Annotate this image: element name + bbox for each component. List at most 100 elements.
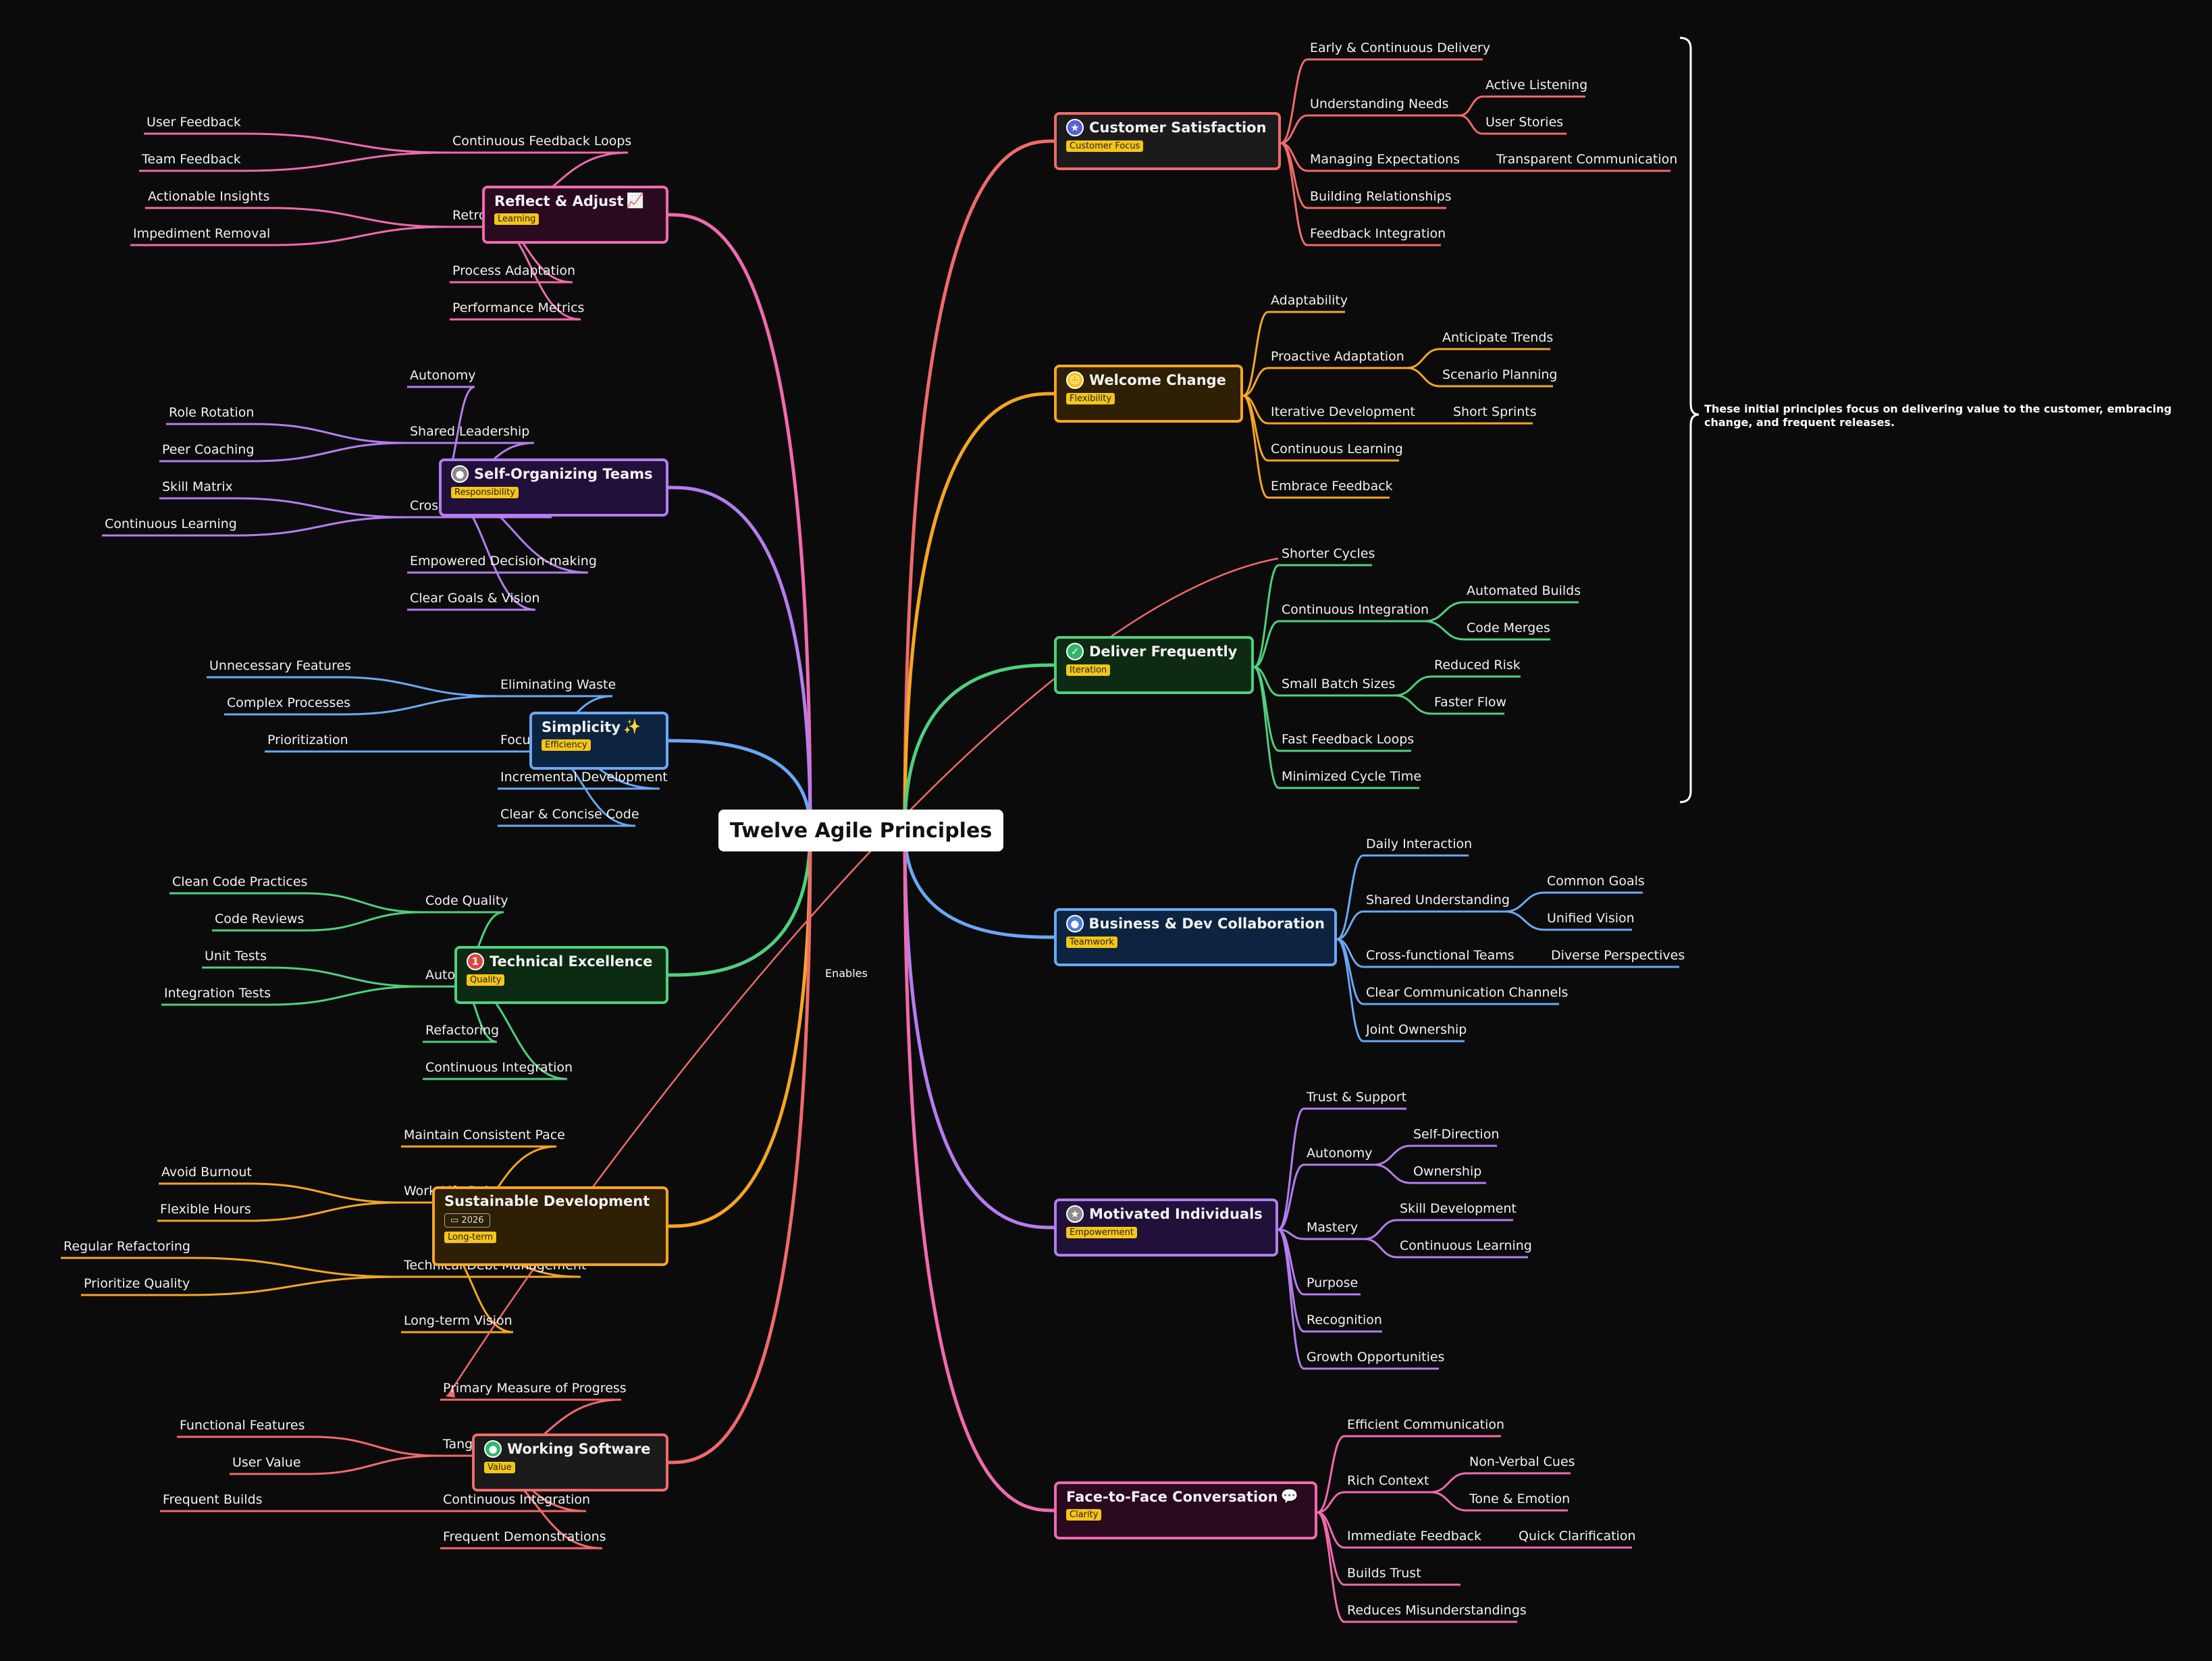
subtopic-label[interactable]: Impediment Removal xyxy=(133,226,271,241)
subtopic-label[interactable]: Unnecessary Features xyxy=(209,658,352,673)
subtopic-label[interactable]: User Feedback xyxy=(147,115,241,130)
topic-label[interactable]: Autonomy xyxy=(410,368,476,383)
subtopic-label[interactable]: Diverse Perspectives xyxy=(1551,948,1685,963)
subtopic-label[interactable]: Peer Coaching xyxy=(162,442,255,457)
subtopic-label[interactable]: Role Rotation xyxy=(169,405,255,420)
subtopic-label[interactable]: Reduced Risk xyxy=(1434,658,1521,673)
subtopic-label[interactable]: User Stories xyxy=(1485,115,1564,130)
topic-label[interactable]: Empowered Decision-making xyxy=(410,554,597,569)
topic-label[interactable]: Recognition xyxy=(1307,1313,1382,1327)
subtopic-label[interactable]: Integration Tests xyxy=(164,986,271,1001)
topic-label[interactable]: Code Quality xyxy=(425,893,508,908)
topic-label[interactable]: Continuous Learning xyxy=(1271,442,1403,456)
topic-label[interactable]: Adaptability xyxy=(1271,293,1348,308)
topic-label[interactable]: Builds Trust xyxy=(1347,1566,1421,1581)
subtopic-label[interactable]: Non-Verbal Cues xyxy=(1469,1454,1575,1469)
topic-label[interactable]: Purpose xyxy=(1307,1275,1359,1290)
subtopic-label[interactable]: Team Feedback xyxy=(142,152,241,167)
subtopic-label[interactable]: Unit Tests xyxy=(205,949,267,964)
topic-label[interactable]: Growth Opportunities xyxy=(1307,1350,1445,1365)
topic-label[interactable]: Shared Understanding xyxy=(1366,893,1510,907)
topic-label[interactable]: Immediate Feedback xyxy=(1347,1529,1481,1544)
topic-label[interactable]: Building Relationships xyxy=(1310,189,1452,204)
topic-label[interactable]: Frequent Demonstrations xyxy=(443,1529,606,1544)
topic-label[interactable]: Small Batch Sizes xyxy=(1282,677,1396,691)
topic-label[interactable]: Refactoring xyxy=(425,1023,500,1038)
topic-label[interactable]: Managing Expectations xyxy=(1310,152,1460,167)
topic-label[interactable]: Early & Continuous Delivery xyxy=(1310,41,1491,55)
topic-label[interactable]: Clear Goals & Vision xyxy=(410,591,540,606)
subtopic-label[interactable]: Functional Features xyxy=(180,1418,305,1433)
subtopic-label[interactable]: Quick Clarification xyxy=(1519,1529,1636,1544)
topic-label[interactable]: Maintain Consistent Pace xyxy=(404,1128,565,1142)
subtopic-label[interactable]: Faster Flow xyxy=(1434,695,1507,710)
subtopic-label[interactable]: Code Reviews xyxy=(215,912,305,926)
root-node[interactable]: Twelve Agile Principles xyxy=(718,810,1003,851)
topic-label[interactable]: Embrace Feedback xyxy=(1271,479,1393,494)
topic-label[interactable]: Fast Feedback Loops xyxy=(1282,732,1415,747)
topic-label[interactable]: Understanding Needs xyxy=(1310,97,1449,111)
topic-label[interactable]: Cross-functional Teams xyxy=(1366,948,1515,963)
topic-label[interactable]: Continuous Feedback Loops xyxy=(452,134,632,149)
subtopic-label[interactable]: Complex Processes xyxy=(227,695,351,710)
subtopic-label[interactable]: Skill Matrix xyxy=(162,479,233,494)
subtopic-label[interactable]: Actionable Insights xyxy=(148,189,270,204)
subtopic-label[interactable]: Prioritization xyxy=(267,733,348,747)
topic-label[interactable]: Mastery xyxy=(1307,1220,1359,1235)
subtopic-label[interactable]: Scenario Planning xyxy=(1442,367,1558,382)
topic-label[interactable]: Clear Communication Channels xyxy=(1366,985,1569,1000)
subtopic-label[interactable]: Regular Refactoring xyxy=(63,1239,190,1254)
topic-label[interactable]: Continuous Integration xyxy=(1282,602,1429,617)
topic-label[interactable]: Minimized Cycle Time xyxy=(1282,769,1422,784)
topic-label[interactable]: Continuous Integration xyxy=(443,1492,591,1507)
branch-node[interactable]: Face-to-Face Conversation💬Clarity xyxy=(1054,1481,1317,1539)
subtopic-label[interactable]: Frequent Builds xyxy=(163,1492,263,1507)
subtopic-label[interactable]: User Value xyxy=(232,1455,301,1470)
subtopic-label[interactable]: Continuous Learning xyxy=(105,517,237,531)
topic-label[interactable]: Daily Interaction xyxy=(1366,837,1473,851)
topic-label[interactable]: Rich Context xyxy=(1347,1473,1429,1488)
subtopic-label[interactable]: Self-Direction xyxy=(1413,1127,1500,1142)
subtopic-label[interactable]: Ownership xyxy=(1413,1164,1482,1179)
subtopic-label[interactable]: Automated Builds xyxy=(1467,583,1581,598)
subtopic-label[interactable]: Active Listening xyxy=(1485,78,1588,93)
subtopic-label[interactable]: Common Goals xyxy=(1547,874,1645,889)
subtopic-label[interactable]: Tone & Emotion xyxy=(1469,1492,1571,1506)
topic-label[interactable]: Joint Ownership xyxy=(1366,1022,1467,1037)
subtopic-label[interactable]: Anticipate Trends xyxy=(1442,330,1554,345)
topic-label[interactable]: Proactive Adaptation xyxy=(1271,349,1404,364)
topic-label[interactable]: Eliminating Waste xyxy=(500,677,616,692)
subtopic-label[interactable]: Continuous Learning xyxy=(1400,1238,1532,1253)
topic-label[interactable]: Incremental Development xyxy=(500,770,668,785)
topic-label[interactable]: Continuous Integration xyxy=(425,1060,573,1075)
branch-node[interactable]: Reflect & Adjust📈Learning xyxy=(482,186,668,244)
subtopic-label[interactable]: Short Sprints xyxy=(1453,404,1537,419)
topic-label[interactable]: Performance Metrics xyxy=(452,300,585,315)
topic-label[interactable]: Trust & Support xyxy=(1307,1090,1407,1105)
subtopic-label[interactable]: Clean Code Practices xyxy=(172,874,308,889)
topic-label[interactable]: Efficient Communication xyxy=(1347,1417,1505,1432)
subtopic-label[interactable]: Unified Vision xyxy=(1547,911,1635,926)
subtopic-label[interactable]: Prioritize Quality xyxy=(84,1276,190,1291)
topic-label[interactable]: Clear & Concise Code xyxy=(500,807,639,822)
subtopic-label[interactable]: Skill Development xyxy=(1400,1201,1517,1216)
subtopic-label[interactable]: Code Merges xyxy=(1467,621,1550,635)
branch-node[interactable]: Simplicity✨Efficiency xyxy=(529,712,668,770)
topic-label[interactable]: Shorter Cycles xyxy=(1282,546,1375,561)
subtopic-label[interactable]: Flexible Hours xyxy=(160,1202,251,1217)
topic-label[interactable]: Feedback Integration xyxy=(1310,226,1446,241)
topic-label[interactable]: Primary Measure of Progress xyxy=(443,1381,627,1396)
topic-label[interactable]: Autonomy xyxy=(1307,1146,1373,1161)
subtopic-label[interactable]: Transparent Communication xyxy=(1496,152,1678,167)
subtopic-label[interactable]: Avoid Burnout xyxy=(161,1165,252,1180)
topic-label[interactable]: Shared Leadership xyxy=(410,424,530,439)
